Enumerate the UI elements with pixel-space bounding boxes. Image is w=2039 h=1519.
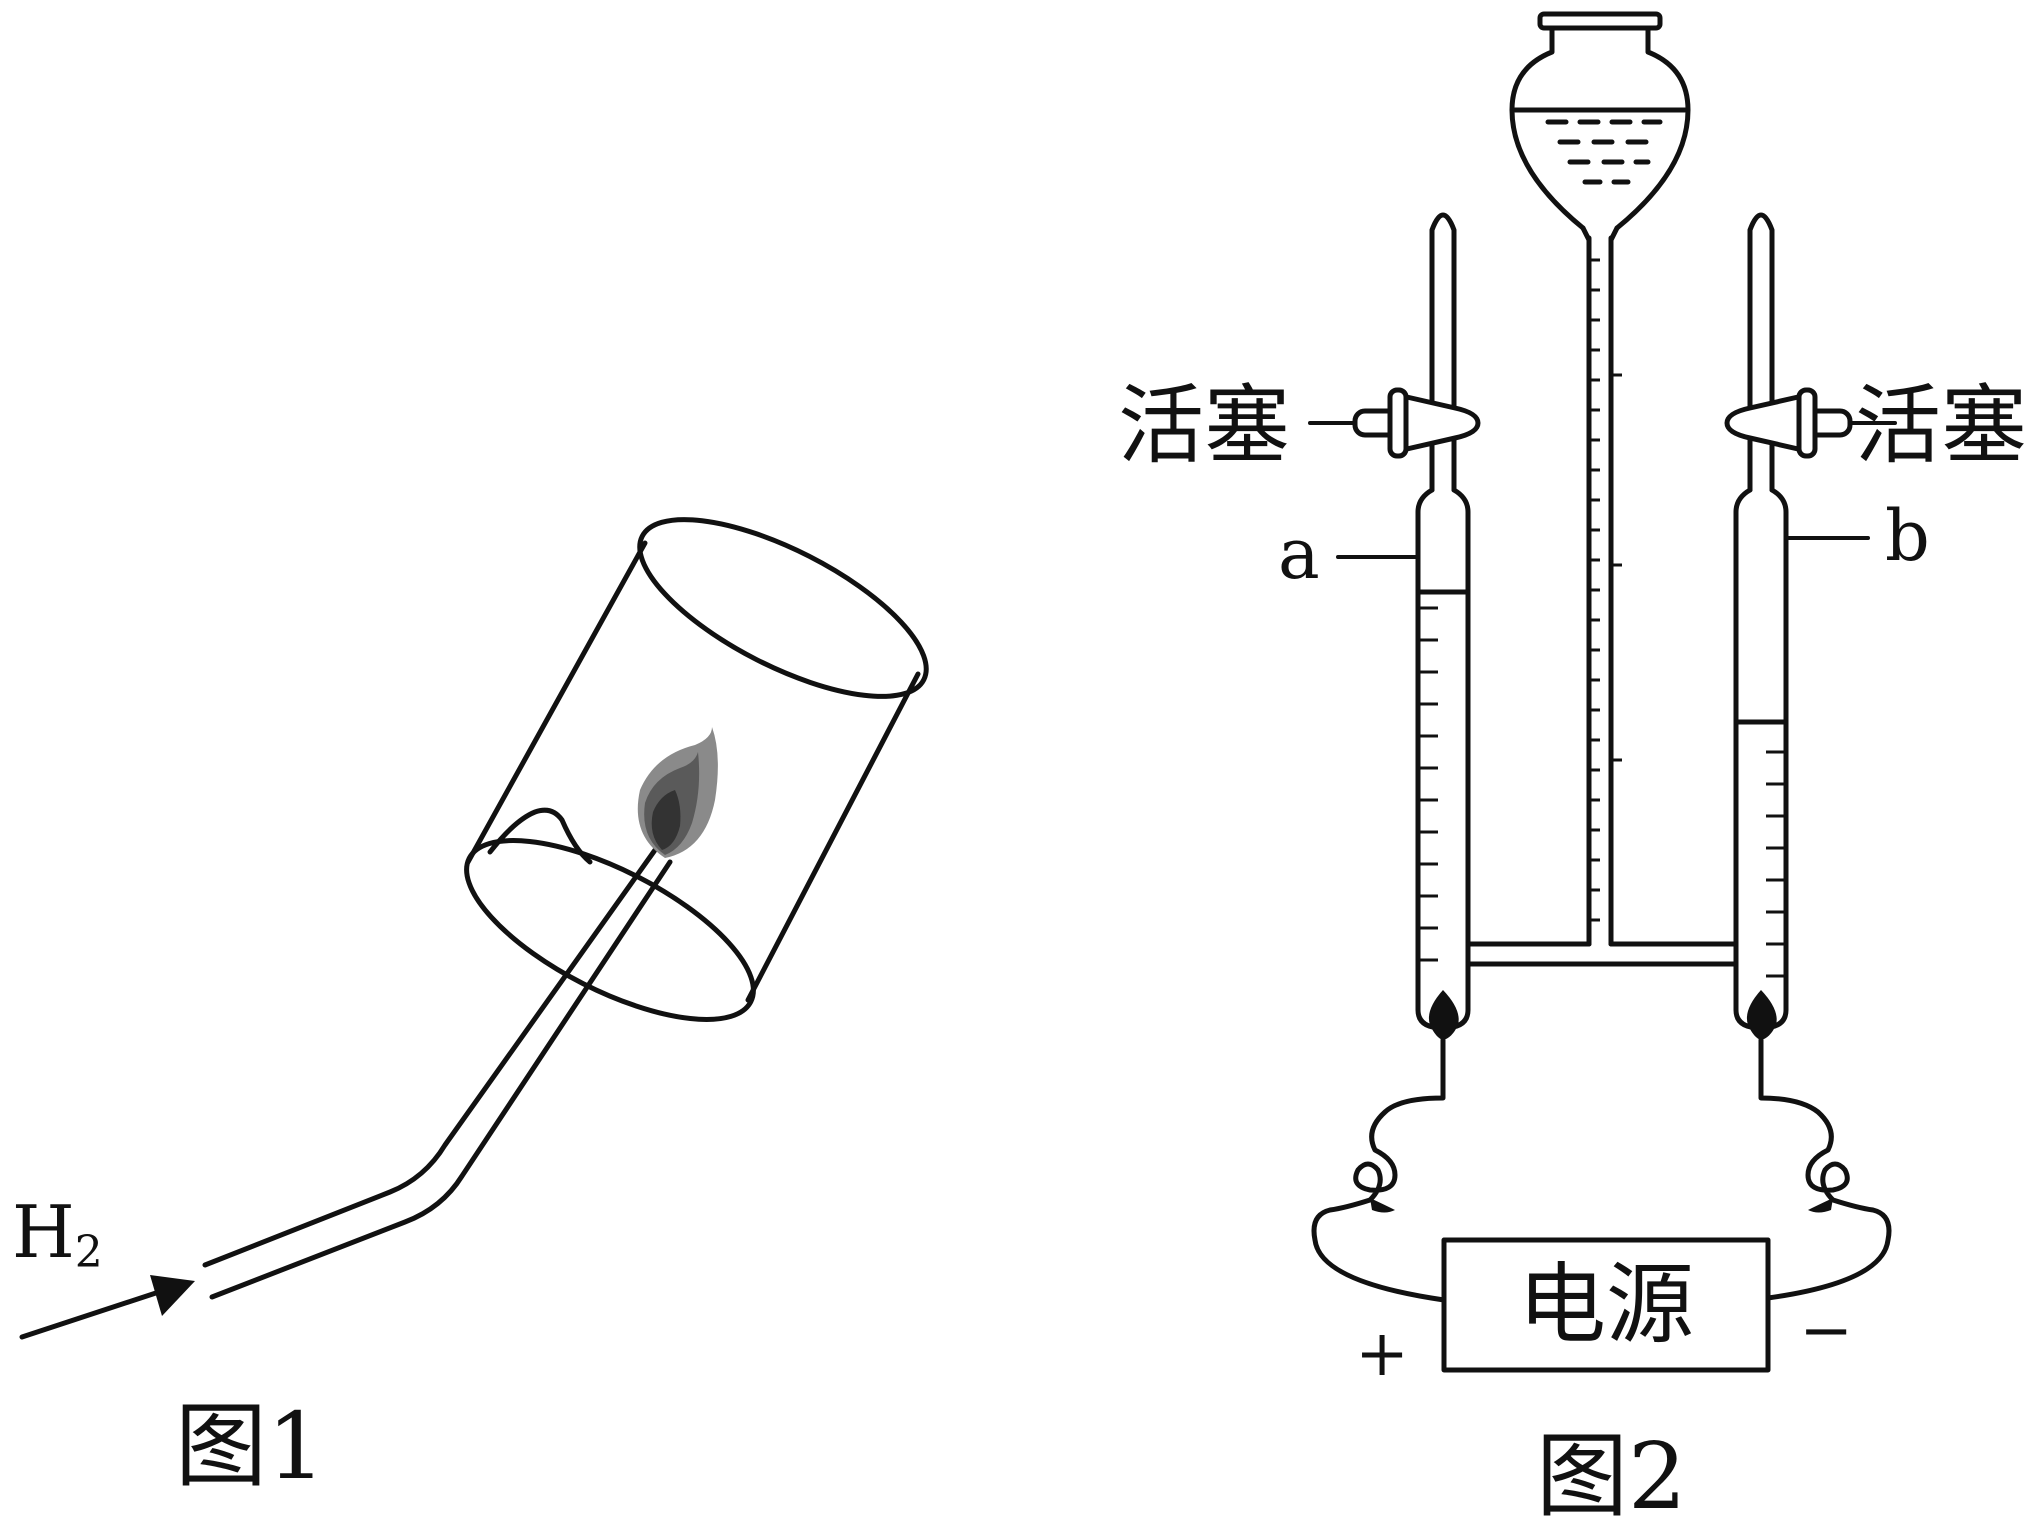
wire-left xyxy=(1311,1037,1447,1303)
electrode-b xyxy=(1746,990,1777,1040)
flame-core xyxy=(651,790,681,850)
tube-a xyxy=(1415,212,1471,1040)
central-tube xyxy=(1586,235,1622,947)
tube-b xyxy=(1733,212,1789,1040)
stopcock-left-label: 活塞 xyxy=(1118,376,1290,476)
power-supply: 电源 xyxy=(1441,1237,1771,1373)
figure-1: H2 图1 xyxy=(12,517,929,1500)
reservoir-funnel xyxy=(1509,11,1691,243)
stopcock-left[interactable] xyxy=(1352,387,1481,459)
delivery-tube xyxy=(202,847,673,1300)
positive-terminal: + xyxy=(1355,1317,1409,1391)
power-label: 电源 xyxy=(1518,1253,1694,1356)
h2-inflow-arrow xyxy=(19,1275,195,1340)
stopcock-right-label: 活塞 xyxy=(1855,376,2027,476)
inverted-beaker xyxy=(464,517,929,1022)
figure-1-caption: 图1 xyxy=(175,1393,326,1500)
electrode-a xyxy=(1428,990,1459,1040)
negative-terminal: − xyxy=(1799,1294,1853,1368)
stopcock-right[interactable] xyxy=(1724,387,1853,459)
tube-a-label: a xyxy=(1278,513,1320,595)
tube-b-label: b xyxy=(1885,495,1930,577)
figure-2: 活塞 活塞 a b 电源 + − 图2 xyxy=(1118,11,2027,1519)
hydrogen-flame xyxy=(637,727,718,858)
figure-2-caption: 图2 xyxy=(1536,1423,1687,1519)
connecting-channel xyxy=(1465,941,1739,967)
wire-right xyxy=(1758,1037,1892,1301)
h2-label: H2 xyxy=(12,1190,103,1278)
